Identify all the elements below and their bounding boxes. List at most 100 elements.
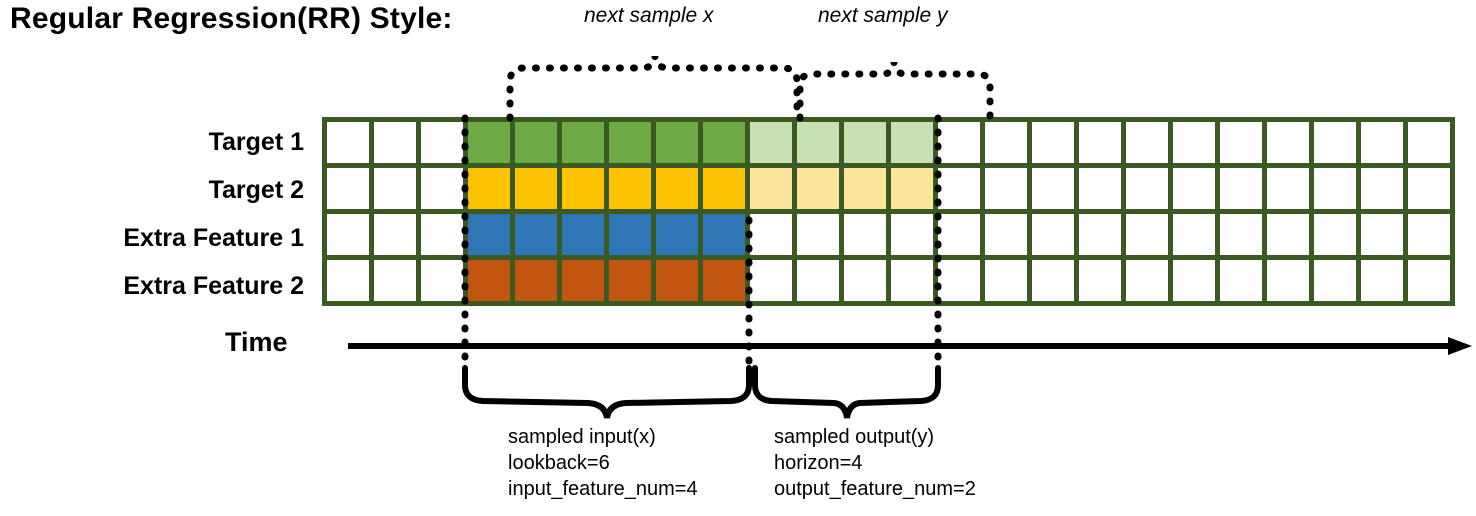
grid-cell-r2-c2 (374, 168, 421, 214)
table-row (327, 260, 1450, 301)
grid-cell-r3-c11 (797, 214, 844, 260)
grid-cell-r4-c21 (1267, 260, 1314, 301)
grid-cell-r1-c7 (609, 122, 656, 168)
grid-cell-r2-c10 (750, 168, 797, 214)
grid-cell-r1-c22 (1314, 122, 1361, 168)
grid-cell-r1-c4 (468, 122, 515, 168)
grid-cell-r3-c21 (1267, 214, 1314, 260)
grid-cell-r2-c24 (1408, 168, 1450, 214)
grid-cell-r1-c11 (797, 122, 844, 168)
grid-cell-r1-c10 (750, 122, 797, 168)
grid-cell-r4-c23 (1361, 260, 1408, 301)
grid-cell-r2-c14 (938, 168, 985, 214)
grid-cell-r4-c10 (750, 260, 797, 301)
grid-cell-r2-c20 (1220, 168, 1267, 214)
grid-cell-r2-c6 (562, 168, 609, 214)
grid-cell-r3-c3 (421, 214, 468, 260)
grid-cell-r4-c22 (1314, 260, 1361, 301)
grid-cell-r4-c18 (1126, 260, 1173, 301)
grid-cell-r4-c11 (797, 260, 844, 301)
grid-cell-r1-c17 (1079, 122, 1126, 168)
grid-cell-r2-c23 (1361, 168, 1408, 214)
brace-next-sample-y (796, 61, 994, 122)
grid-cell-r2-c7 (609, 168, 656, 214)
row-label-target-1: Target 1 (208, 128, 304, 156)
page-title: Regular Regression(RR) Style: (10, 2, 453, 35)
grid-cell-r2-c22 (1314, 168, 1361, 214)
grid-cell-r3-c2 (374, 214, 421, 260)
time-axis-arrow (348, 337, 1472, 355)
grid-cell-r3-c23 (1361, 214, 1408, 260)
grid-cell-r4-c4 (468, 260, 515, 301)
grid-cell-r4-c17 (1079, 260, 1126, 301)
grid-cell-r3-c20 (1220, 214, 1267, 260)
grid-cell-r2-c18 (1126, 168, 1173, 214)
grid-cell-r4-c1 (327, 260, 374, 301)
grid-cell-r3-c19 (1173, 214, 1220, 260)
grid-cell-r1-c5 (515, 122, 562, 168)
grid-table (322, 117, 1455, 306)
grid-cell-r3-c4 (468, 214, 515, 260)
grid-cell-r4-c24 (1408, 260, 1450, 301)
grid-cell-r3-c24 (1408, 214, 1450, 260)
grid-cell-r3-c14 (938, 214, 985, 260)
grid-cell-r2-c3 (421, 168, 468, 214)
grid-cell-r1-c19 (1173, 122, 1220, 168)
grid-cell-r3-c17 (1079, 214, 1126, 260)
grid-cell-r4-c3 (421, 260, 468, 301)
grid-cell-r1-c24 (1408, 122, 1450, 168)
timeseries-grid (322, 117, 1455, 306)
grid-cell-r1-c15 (985, 122, 1032, 168)
grid-cell-r4-c14 (938, 260, 985, 301)
caption-sampled-input: sampled input(x) lookback=6 input_featur… (508, 426, 698, 500)
grid-cell-r3-c7 (609, 214, 656, 260)
grid-cell-r2-c11 (797, 168, 844, 214)
grid-cell-r4-c5 (515, 260, 562, 301)
grid-cell-r2-c13 (891, 168, 938, 214)
grid-cell-r2-c19 (1173, 168, 1220, 214)
grid-cell-r1-c21 (1267, 122, 1314, 168)
grid-cell-r3-c10 (750, 214, 797, 260)
grid-cell-r2-c9 (703, 168, 750, 214)
grid-cell-r2-c12 (844, 168, 891, 214)
grid-cell-r1-c12 (844, 122, 891, 168)
grid-cell-r3-c13 (891, 214, 938, 260)
grid-cell-r2-c8 (656, 168, 703, 214)
grid-cell-r2-c21 (1267, 168, 1314, 214)
grid-cell-r3-c5 (515, 214, 562, 260)
grid-cell-r1-c3 (421, 122, 468, 168)
grid-cell-r1-c14 (938, 122, 985, 168)
grid-cell-r4-c7 (609, 260, 656, 301)
grid-cell-r3-c22 (1314, 214, 1361, 260)
brace-next-sample-x (506, 55, 801, 122)
row-label-extra-feature-1: Extra Feature 1 (123, 224, 304, 252)
table-row (327, 214, 1450, 260)
grid-cell-r1-c8 (656, 122, 703, 168)
grid-cell-r2-c15 (985, 168, 1032, 214)
time-axis-label: Time (225, 327, 288, 357)
grid-cell-r4-c9 (703, 260, 750, 301)
next-sample-y-label: next sample y (818, 4, 948, 27)
table-row (327, 122, 1450, 168)
grid-cell-r4-c6 (562, 260, 609, 301)
grid-cell-r1-c20 (1220, 122, 1267, 168)
grid-cell-r1-c6 (562, 122, 609, 168)
next-sample-x-label: next sample x (584, 4, 714, 27)
table-row (327, 168, 1450, 214)
brace-sampled-output (752, 365, 941, 419)
grid-cell-r4-c20 (1220, 260, 1267, 301)
grid-cell-r1-c13 (891, 122, 938, 168)
grid-cell-r4-c12 (844, 260, 891, 301)
grid-cell-r2-c16 (1032, 168, 1079, 214)
grid-cell-r3-c9 (703, 214, 750, 260)
grid-cell-r3-c16 (1032, 214, 1079, 260)
grid-cell-r4-c16 (1032, 260, 1079, 301)
row-label-extra-feature-2: Extra Feature 2 (123, 272, 304, 300)
grid-cell-r2-c17 (1079, 168, 1126, 214)
grid-cell-r4-c2 (374, 260, 421, 301)
grid-cell-r1-c2 (374, 122, 421, 168)
grid-cell-r4-c8 (656, 260, 703, 301)
grid-cell-r2-c1 (327, 168, 374, 214)
grid-cell-r3-c6 (562, 214, 609, 260)
grid-cell-r4-c13 (891, 260, 938, 301)
